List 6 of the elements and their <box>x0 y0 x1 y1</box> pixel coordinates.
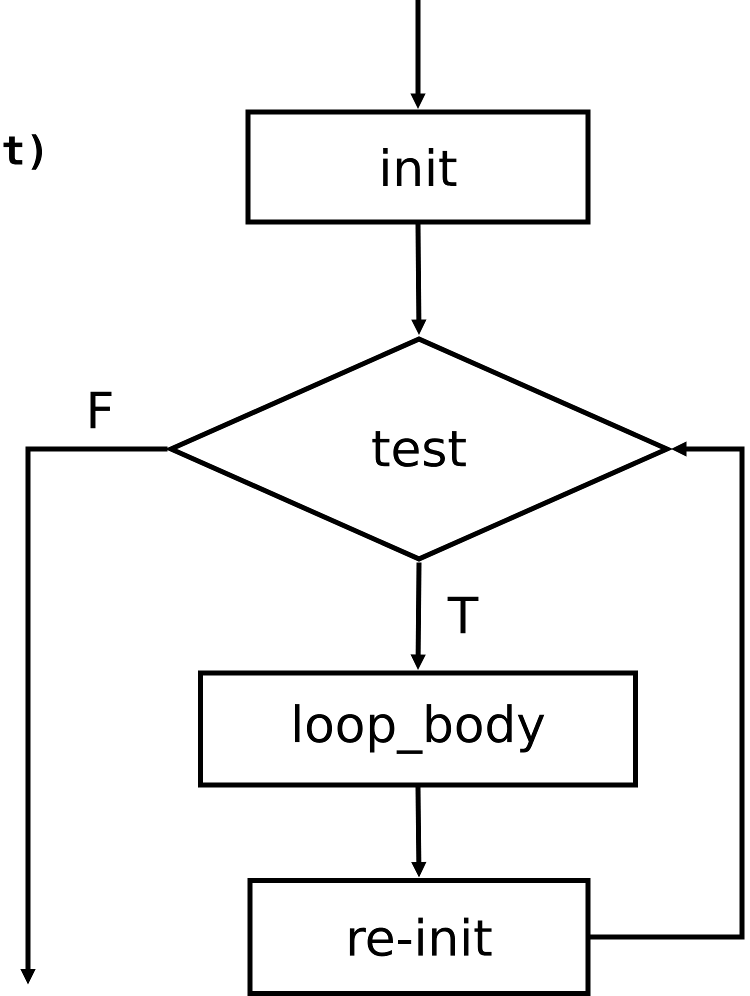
code-text: t) <box>4 134 42 170</box>
process-box: init <box>246 110 590 224</box>
edge-label: T <box>446 596 480 634</box>
process-box: loop_body <box>198 670 638 788</box>
process-box: re-init <box>248 878 590 996</box>
edge-label: F <box>84 390 116 430</box>
